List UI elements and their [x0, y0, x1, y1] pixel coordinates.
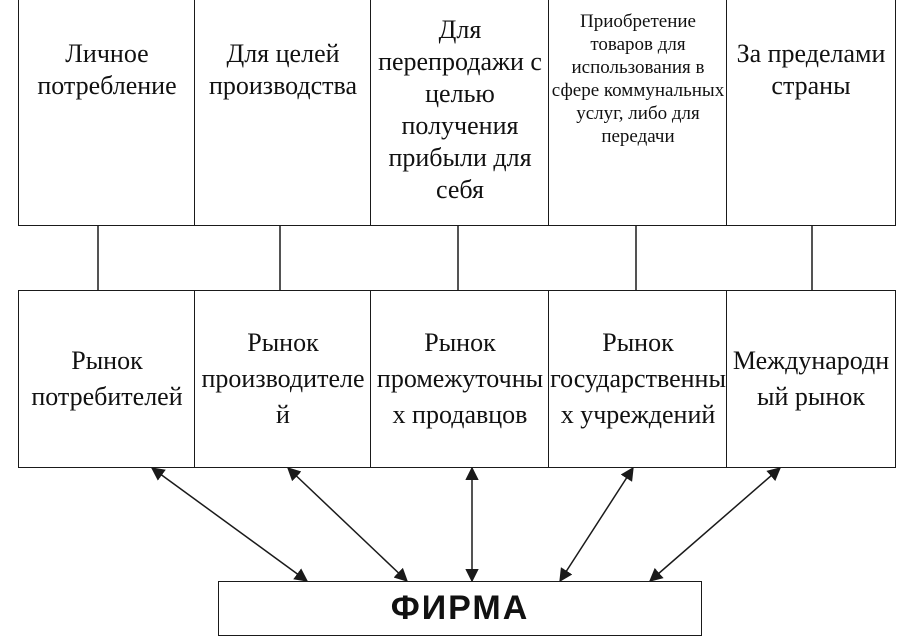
market-label: Рынок промежуточных продавцов: [376, 328, 544, 429]
double-arrow: [150, 467, 309, 582]
purpose-box-personal: Личное потребление: [18, 0, 196, 226]
purpose-label: Приобретение товаров для использования в…: [551, 11, 725, 147]
market-label: Международный рынок: [732, 346, 890, 411]
market-box-government: Рынок государственных учреждений: [548, 290, 728, 468]
market-box-resellers: Рынок промежуточных продавцов: [370, 290, 550, 468]
market-box-international: Международный рынок: [726, 290, 896, 468]
double-arrow: [559, 466, 634, 583]
purpose-box-resale: Для перепродажи с целью получения прибыл…: [370, 0, 550, 226]
double-arrow: [648, 467, 782, 582]
purpose-box-production: Для целей производства: [194, 0, 372, 226]
firm-box: ФИРМА: [218, 581, 702, 636]
market-box-consumers: Рынок потребителей: [18, 290, 196, 468]
market-label: Рынок потребителей: [31, 346, 183, 411]
purpose-label: Личное потребление: [37, 39, 177, 100]
purpose-label: Для целей производства: [208, 39, 358, 100]
market-label: Рынок производителей: [201, 328, 365, 429]
purpose-label: За пределами страны: [736, 39, 886, 100]
purpose-box-abroad: За пределами страны: [726, 0, 896, 226]
firm-label: ФИРМА: [390, 589, 530, 627]
market-label: Рынок государственных учреждений: [550, 328, 726, 429]
market-box-producers: Рынок производителей: [194, 290, 372, 468]
double-arrow: [287, 467, 408, 582]
purpose-label: Для перепродажи с целью получения прибыл…: [378, 15, 542, 204]
purpose-box-public-services: Приобретение товаров для использования в…: [548, 0, 728, 226]
